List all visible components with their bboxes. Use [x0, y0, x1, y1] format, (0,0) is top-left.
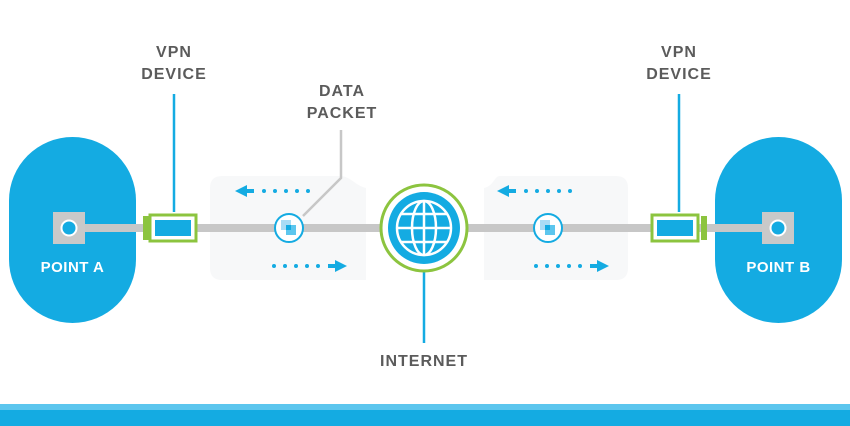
globe-icon — [379, 183, 469, 273]
vpn-device-right — [650, 213, 707, 243]
data-packet-leader — [302, 130, 343, 217]
label-line: POINT A — [40, 259, 105, 276]
bottom-bar-highlight — [0, 404, 850, 410]
vpn-device-left-label: VPN DEVICE — [129, 42, 219, 86]
point-b-label: POINT B — [715, 257, 842, 279]
label-line: INTERNET — [380, 353, 468, 370]
data-packet-icon — [533, 213, 563, 243]
port-icon — [53, 212, 85, 244]
label-line: PACKET — [306, 105, 378, 122]
arrow-left-icon — [497, 185, 572, 197]
label-line: DEVICE — [646, 66, 712, 83]
internet-label: INTERNET — [359, 351, 489, 373]
data-packet-label: DATA PACKET — [294, 81, 390, 125]
label-line: VPN — [661, 44, 697, 61]
arrow-right-icon — [272, 260, 347, 272]
label-line: POINT B — [746, 259, 811, 276]
arrow-right-icon — [534, 260, 609, 272]
port-icon — [762, 212, 794, 244]
label-line: DEVICE — [141, 66, 207, 83]
vpn-device-left — [143, 213, 198, 243]
data-packet-icon — [274, 213, 304, 243]
label-line: DATA — [318, 83, 366, 100]
arrow-left-icon — [235, 185, 310, 197]
bottom-bar — [0, 404, 850, 426]
vpn-device-right-label: VPN DEVICE — [634, 42, 724, 86]
point-a-label: POINT A — [9, 257, 136, 279]
label-line: VPN — [156, 44, 192, 61]
